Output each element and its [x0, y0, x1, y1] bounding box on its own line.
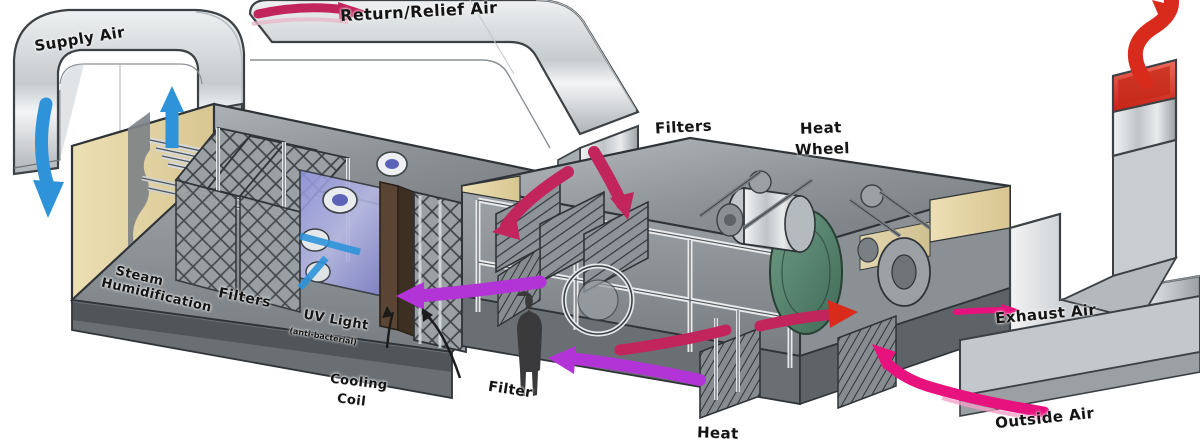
leader-lines	[382, 306, 462, 379]
arrow-return-top	[251, 2, 366, 26]
heat-wheel	[698, 170, 932, 335]
arrow-return-down	[588, 146, 634, 220]
label-heat-wheel-line1: Heat	[799, 118, 842, 138]
arrow-mid-left	[396, 275, 547, 310]
arrow-exhaust-out	[1127, 0, 1180, 90]
outside-air-intake	[959, 294, 1200, 417]
arrow-supply-down	[33, 97, 64, 218]
label-filters-right: Filters	[654, 116, 713, 138]
arrow-exhaust-side	[953, 304, 1020, 317]
arrow-heatwheel	[754, 300, 858, 332]
arrow-supply-up	[160, 86, 184, 148]
return-fan	[561, 263, 635, 337]
arrow-outside-air	[872, 344, 1050, 422]
filter-center	[413, 190, 467, 354]
scale-figure	[516, 291, 542, 396]
arrow-mid-lower	[548, 346, 706, 386]
filter-bank-right	[495, 180, 649, 328]
arrow-return-mid	[614, 324, 732, 356]
supply-fan	[716, 186, 816, 254]
arrow-return-left	[492, 166, 574, 240]
uv-light-section	[297, 151, 408, 301]
label-heating-coil: Heat	[696, 423, 739, 442]
label-heat-wheel-line2: Wheel	[794, 139, 851, 159]
